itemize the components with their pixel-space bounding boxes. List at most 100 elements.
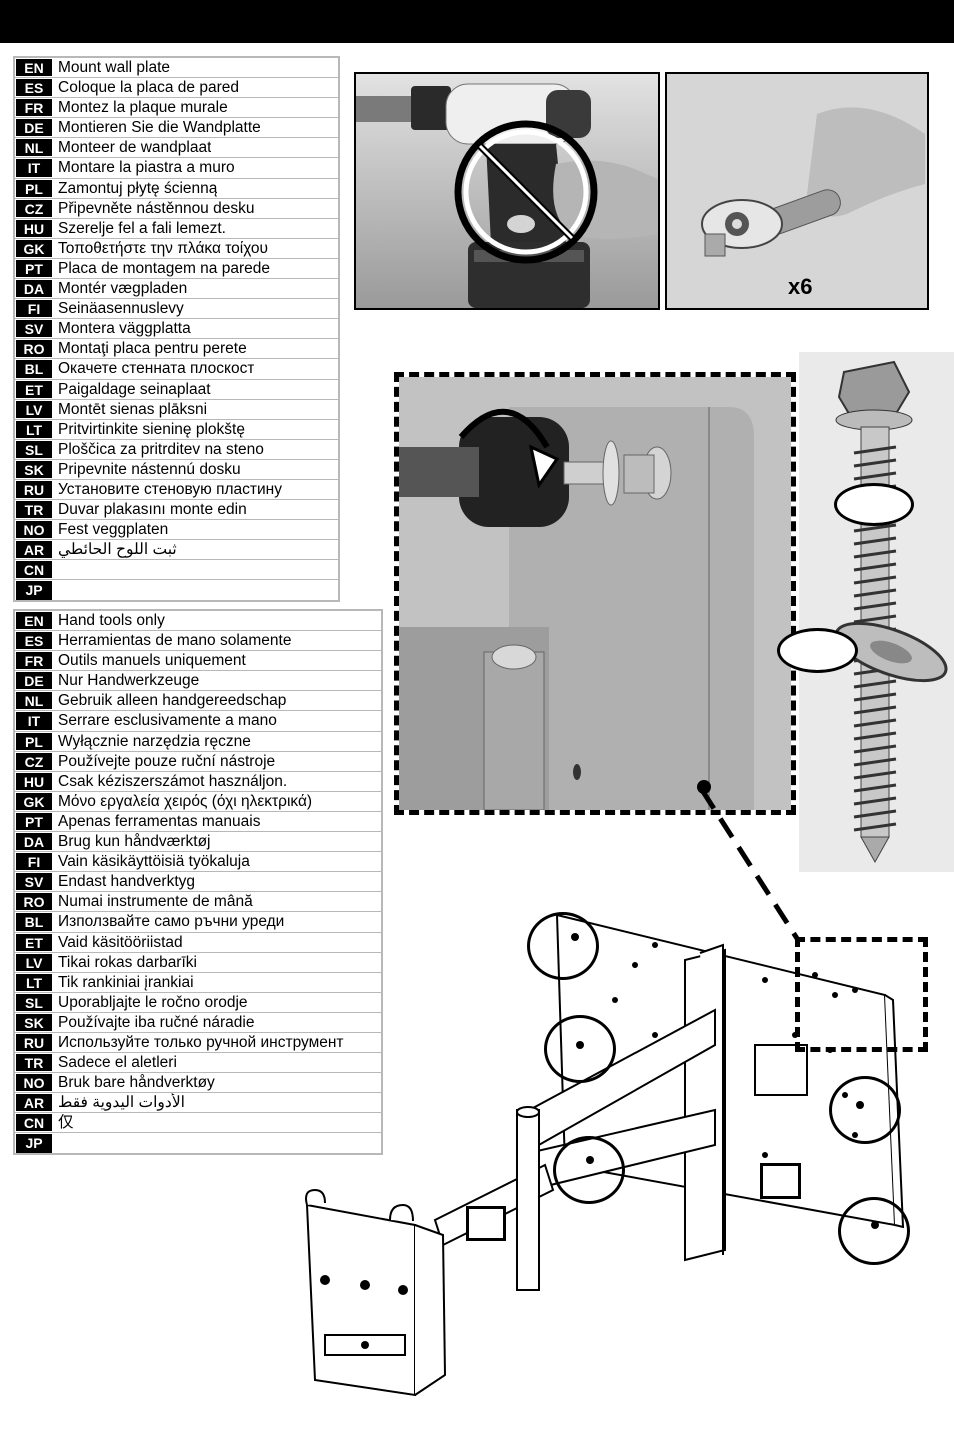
instruction-text: Montēt sienas plāksni [58,400,208,418]
language-code-badge: SK [16,460,52,478]
language-code-badge: SK [16,1013,52,1031]
instruction-text: Outils manuels uniquement [58,652,246,670]
language-row-sk: SK Pripevnite nástennú dosku [15,460,338,480]
language-code-badge: AR [16,1094,52,1112]
language-code-badge: RU [16,480,52,499]
language-code-badge: BL [16,913,52,931]
language-code-badge: DA [16,833,52,851]
instruction-text: Seinäasennuslevy [58,300,184,318]
language-code-badge: TR [16,1054,52,1072]
language-code-badge: NL [16,139,52,157]
language-code-badge: ES [16,79,52,97]
language-row-jp: JP [15,580,338,600]
socket-wrench-icon [667,74,927,308]
language-code-badge: IT [16,159,52,177]
language-row-nl: NL Monteer de wandplaat [15,138,338,159]
instruction-text: الأدوات اليدوية فقط [58,1094,185,1112]
language-code-badge: NO [16,1074,52,1092]
instruction-text: Bruk bare håndverktøy [58,1074,215,1092]
clockwise-arrow-icon [458,409,550,449]
instruction-text: Placa de montagem na parede [58,259,270,277]
instruction-text: Pripevnite nástennú dosku [58,460,241,478]
language-code-badge: BL [16,360,52,378]
language-code-badge: NO [16,521,52,539]
instruction-text: Monteer de wandplaat [58,139,212,157]
instruction-text: Montera väggplatta [58,320,191,338]
language-code-badge: FI [16,853,52,871]
instruction-text: Paigaldage seinaplaat [58,380,211,398]
language-code-badge: JP [16,581,52,600]
header-bar [0,0,954,43]
instruction-text: Nur Handwerkzeuge [58,672,200,690]
language-code-badge: ES [16,632,52,650]
lag-bolt-photo [799,352,954,872]
language-code-badge: RO [16,340,52,358]
language-row-lv: LV Montēt sienas plāksni [15,400,338,420]
instruction-text: Ploščica za pritrditev na steno [58,440,264,458]
language-row-pt: PT Placa de montagem na parede [15,259,338,280]
instruction-text: Fest veggplaten [58,521,169,539]
mounting-hole-circle-2 [544,1015,616,1083]
lag-bolt-icon [799,352,954,872]
instruction-text: Připevněte nástěnnou desku [58,199,255,217]
mounting-hole-circle-4 [829,1076,901,1144]
mounting-hole-circle-5 [838,1197,910,1265]
no-power-drill-photo [354,72,660,310]
instruction-text: Sadece el aletleri [58,1054,177,1072]
instruction-text: Endast handverktyg [58,873,196,891]
instruction-text: 仅 [58,1114,74,1132]
language-code-badge: CZ [16,199,52,217]
language-row-de: DE Nur Handwerkzeuge [15,671,381,692]
language-code-badge: DA [16,280,52,298]
language-code-badge: EN [16,612,52,630]
language-code-badge: NL [16,692,52,710]
language-row-ar: AR الأدوات اليدوية فقط [15,1093,381,1114]
language-code-badge: LV [16,400,52,418]
instruction-text: Установите стеновую пластину [58,480,282,498]
instruction-text: Montieren Sie die Wandplatte [58,119,261,137]
language-row-no: NO Fest veggplaten [15,520,338,541]
language-code-badge: PT [16,812,52,831]
instruction-text: Uporabljajte le ročno orodje [58,993,248,1011]
detail-area-frame [795,937,928,1052]
language-code-badge: DE [16,672,52,690]
mounting-hole-circle-3 [553,1136,625,1204]
language-row-jp: JP [15,1133,381,1153]
instruction-text: Používejte pouze ruční nástroje [58,752,276,770]
language-row-cz: CZ Připevněte nástěnnou desku [15,199,338,219]
language-code-badge: FR [16,99,52,117]
instruction-text: Vaid käsitööriistad [58,933,183,951]
instruction-text: Brug kun håndværktøj [58,833,211,851]
mounting-hole-circle-1 [527,912,599,980]
washer-callout-oval-2 [777,628,858,673]
language-code-badge: SV [16,873,52,891]
instruction-text: Τοποθετήστε την πλάκα τοίχου [58,239,269,257]
instruction-text: Vain käsikäyttöisiä työkaluja [58,853,250,871]
language-code-badge: PT [16,259,52,278]
instruction-text: Csak kéziszerszámot használjon. [58,772,288,790]
language-code-badge: JP [16,1134,52,1153]
